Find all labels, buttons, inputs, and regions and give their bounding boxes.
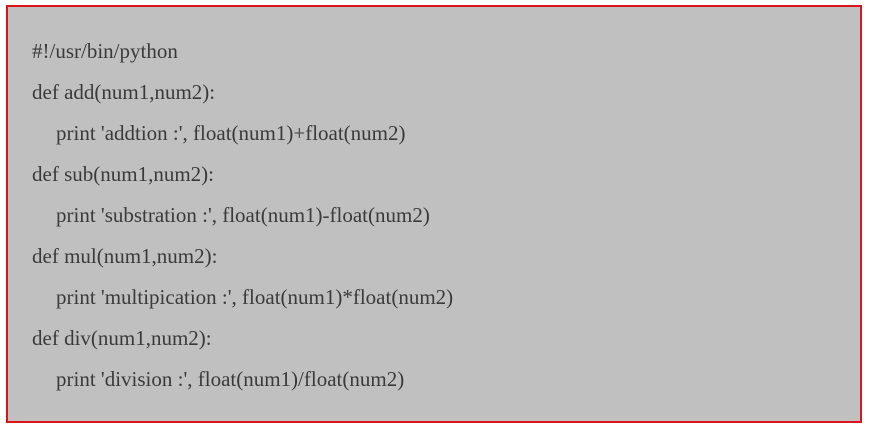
code-line-shebang: #!/usr/bin/python [32, 39, 178, 63]
code-line-def-sub: def sub(num1,num2): [32, 162, 214, 186]
code-lines: #!/usr/bin/python def add(num1,num2): pr… [32, 31, 453, 400]
code-line-print-multiplication: print 'multipication :', float(num1)*flo… [56, 285, 454, 309]
code-line-def-add: def add(num1,num2): [32, 80, 216, 104]
code-line-print-subtraction: print 'substration :', float(num1)-float… [56, 203, 430, 227]
code-block: #!/usr/bin/python def add(num1,num2): pr… [6, 5, 862, 423]
code-line-print-addition: print 'addtion :', float(num1)+float(num… [56, 121, 406, 145]
code-line-def-div: def div(num1,num2): [32, 326, 212, 350]
code-line-def-mul: def mul(num1,num2): [32, 244, 218, 268]
code-line-print-division: print 'division :', float(num1)/float(nu… [56, 367, 405, 391]
